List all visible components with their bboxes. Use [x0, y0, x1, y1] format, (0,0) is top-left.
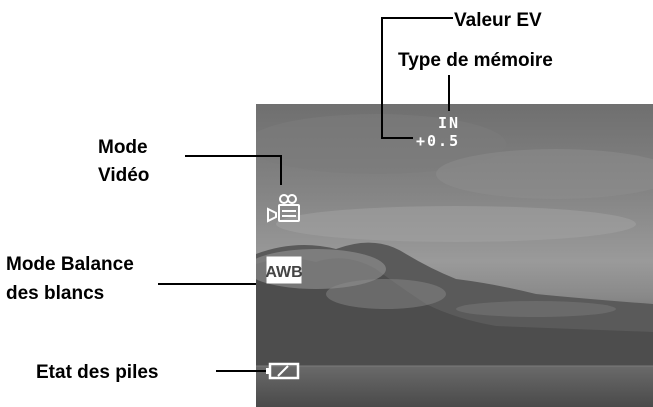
video-camera-icon	[267, 194, 300, 223]
leader-ev-vertical	[381, 17, 383, 139]
awb-icon: AWB	[266, 256, 302, 284]
leader-video-mode-v	[280, 155, 282, 185]
label-ev-value: Valeur EV	[454, 10, 542, 31]
label-video-mode-line1: Mode	[98, 137, 148, 158]
label-memory-type: Type de mémoire	[398, 50, 553, 71]
sky-scene	[256, 114, 653, 407]
camera-preview: IN +0.5 AWB	[256, 104, 653, 407]
label-video-mode-line2: Vidéo	[98, 165, 150, 186]
label-battery: Etat des piles	[36, 362, 159, 383]
ev-value-indicator: +0.5	[416, 132, 461, 150]
leader-video-mode-h	[185, 155, 281, 157]
label-wb-mode-line2: des blancs	[6, 283, 105, 304]
leader-ev-bottom	[381, 137, 413, 139]
memory-type-indicator: IN	[438, 114, 461, 132]
awb-icon-text: AWB	[266, 264, 302, 281]
leader-wb-mode	[158, 283, 256, 285]
leader-battery	[216, 370, 266, 372]
label-wb-mode-line1: Mode Balance	[6, 254, 134, 275]
leader-ev-top	[381, 17, 453, 19]
leader-memory-type	[448, 75, 450, 111]
battery-icon	[266, 362, 300, 380]
